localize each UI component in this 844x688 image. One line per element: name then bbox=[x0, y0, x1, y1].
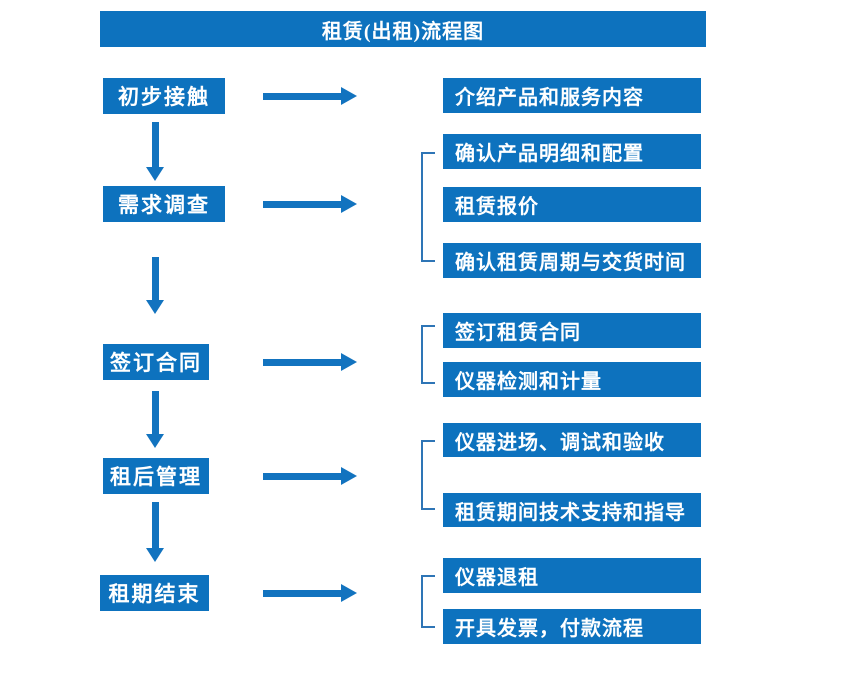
down-arrow-head-icon bbox=[146, 434, 164, 448]
right-arrow-head-icon bbox=[341, 467, 357, 485]
bracket-rental-end-group bbox=[421, 575, 435, 628]
down-arrow-4 bbox=[146, 502, 164, 562]
detail-box-sign-rental-contract: 签订租赁合同 bbox=[443, 313, 701, 348]
right-arrow-head-icon bbox=[341, 584, 357, 602]
right-arrow-head-icon bbox=[341, 353, 357, 371]
right-arrow-3 bbox=[263, 353, 357, 371]
right-arrow-2 bbox=[263, 195, 357, 213]
down-arrow-shaft bbox=[151, 502, 159, 548]
down-arrow-shaft bbox=[151, 122, 159, 167]
step-box-sign-contract: 签订合同 bbox=[103, 344, 209, 380]
detail-box-instrument-setup-acceptance: 仪器进场、调试和验收 bbox=[443, 423, 701, 457]
detail-box-rental-quotation: 租赁报价 bbox=[443, 187, 701, 222]
step-box-initial-contact: 初步接触 bbox=[103, 78, 225, 114]
right-arrow-1 bbox=[263, 87, 357, 105]
down-arrow-2 bbox=[146, 257, 164, 314]
detail-box-confirm-product-details: 确认产品明细和配置 bbox=[443, 134, 701, 169]
down-arrow-3 bbox=[146, 391, 164, 448]
right-arrow-shaft bbox=[263, 472, 341, 480]
down-arrow-shaft bbox=[151, 257, 159, 300]
detail-box-instrument-return: 仪器退租 bbox=[443, 558, 701, 593]
down-arrow-head-icon bbox=[146, 300, 164, 314]
right-arrow-shaft bbox=[263, 92, 341, 100]
step-box-post-rental-management: 租后管理 bbox=[103, 458, 209, 494]
down-arrow-head-icon bbox=[146, 167, 164, 181]
bracket-sign-contract-group bbox=[421, 325, 435, 384]
detail-box-rental-tech-support: 租赁期间技术支持和指导 bbox=[443, 493, 701, 527]
down-arrow-shaft bbox=[151, 391, 159, 434]
bracket-demand-survey-group bbox=[421, 152, 435, 262]
step-box-demand-survey: 需求调查 bbox=[103, 186, 225, 222]
right-arrow-5 bbox=[263, 584, 357, 602]
down-arrow-1 bbox=[146, 122, 164, 181]
right-arrow-4 bbox=[263, 467, 357, 485]
right-arrow-shaft bbox=[263, 358, 341, 366]
right-arrow-head-icon bbox=[341, 87, 357, 105]
flowchart-title: 租赁(出租)流程图 bbox=[100, 11, 706, 47]
right-arrow-shaft bbox=[263, 589, 341, 597]
down-arrow-head-icon bbox=[146, 548, 164, 562]
detail-box-invoice-payment-process: 开具发票，付款流程 bbox=[443, 609, 701, 644]
detail-box-confirm-rental-period-delivery: 确认租赁周期与交货时间 bbox=[443, 243, 701, 278]
right-arrow-head-icon bbox=[341, 195, 357, 213]
step-box-rental-period-end: 租期结束 bbox=[100, 575, 209, 611]
bracket-post-rental-group bbox=[421, 440, 435, 510]
right-arrow-shaft bbox=[263, 200, 341, 208]
detail-box-introduce-products-services: 介绍产品和服务内容 bbox=[443, 78, 701, 113]
detail-box-instrument-testing-metrology: 仪器检测和计量 bbox=[443, 362, 701, 397]
